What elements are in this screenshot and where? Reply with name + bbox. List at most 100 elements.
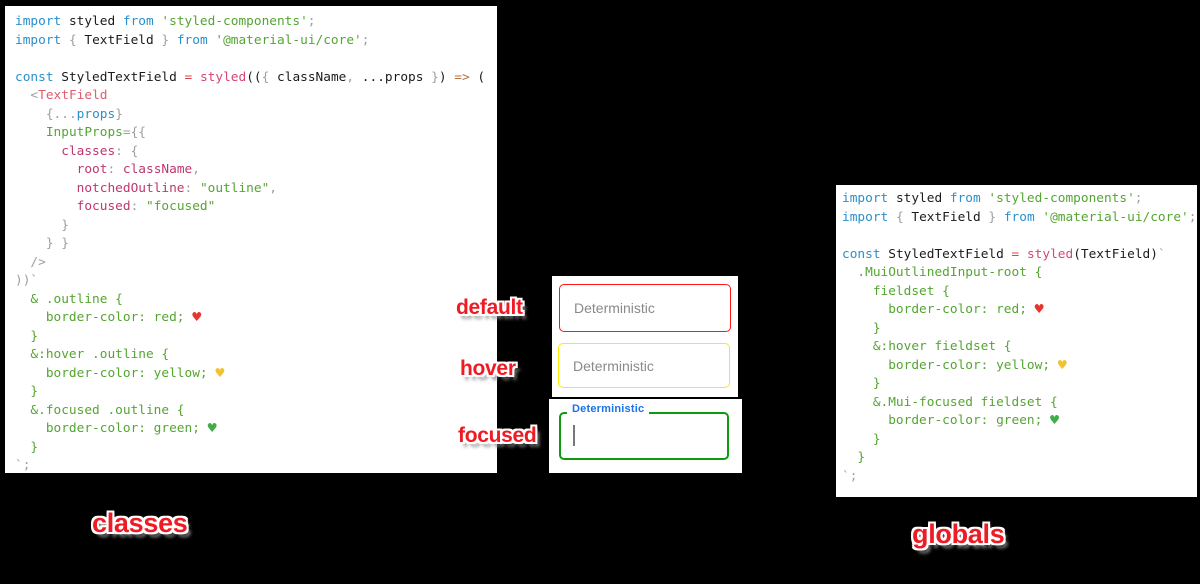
code-token: styled: [888, 191, 950, 206]
code-line: border-color: green; ♥: [15, 420, 493, 439]
code-line: `;: [842, 468, 1195, 487]
code-token: {: [261, 69, 278, 85]
code-token: [15, 218, 61, 233]
code-token: {: [61, 32, 85, 48]
label-focused: focused: [458, 424, 537, 447]
code-token: styled: [199, 69, 247, 85]
code-line: .MuiOutlinedInput-root {: [842, 264, 1195, 283]
code-token: styled: [1026, 246, 1074, 262]
code-token: border-color: red;: [842, 302, 1035, 317]
code-token: [15, 88, 30, 103]
textfield-demo-panel-bottom: Deterministic: [549, 399, 742, 473]
code-token: from: [1003, 209, 1035, 225]
code-token: &:hover .outline {: [15, 347, 170, 362]
code-token: ): [438, 69, 455, 85]
code-token: from: [176, 32, 208, 48]
label-hover: hover: [460, 357, 516, 380]
textfield-default[interactable]: [559, 284, 731, 332]
code-line: }: [842, 431, 1195, 450]
code-line: &.focused .outline {: [15, 402, 493, 421]
code-token: (TextField): [1073, 246, 1158, 262]
code-line: const StyledTextField = styled(({ classN…: [15, 69, 493, 88]
code-token: ;: [1134, 191, 1143, 206]
code-token: [15, 255, 30, 270]
code-line: }: [15, 383, 493, 402]
code-token: '@material-ui/core': [1034, 209, 1189, 225]
code-token: ;: [1188, 209, 1197, 225]
code-token: [15, 125, 46, 140]
code-token: ,: [192, 162, 200, 177]
code-token: StyledTextField: [880, 246, 1012, 262]
code-token: .MuiOutlinedInput-root {: [842, 265, 1043, 280]
textfield-focused-label: Deterministic: [567, 403, 650, 415]
code-token: }: [423, 69, 439, 85]
textfield-focused-input[interactable]: [559, 412, 729, 460]
code-line: }: [842, 320, 1195, 339]
code-token: }: [15, 384, 39, 399]
code-line: }: [842, 375, 1195, 394]
code-line: fieldset {: [842, 283, 1195, 302]
code-token: [15, 199, 77, 214]
code-line: border-color: red; ♥: [842, 301, 1195, 320]
code-line: <TextField: [15, 87, 493, 106]
green-heart-icon: ♥: [1050, 411, 1060, 429]
code-token: &.Mui-focused fieldset {: [842, 394, 1058, 410]
textfield-focused[interactable]: Deterministic: [559, 403, 729, 460]
code-token: "focused": [146, 199, 216, 214]
green-heart-icon: ♥: [207, 419, 217, 437]
code-token: =: [1011, 246, 1020, 262]
code-line: />: [15, 254, 493, 273]
code-token: classes: [61, 143, 116, 159]
code-token: [15, 236, 46, 251]
code-token: (: [469, 69, 486, 85]
code-token: ((: [246, 69, 262, 85]
code-token: className: [122, 162, 193, 177]
code-line: ))`: [15, 272, 493, 291]
code-token: =: [184, 69, 193, 85]
code-token: }: [842, 320, 881, 336]
code-token: }: [980, 209, 1004, 225]
code-token: const: [15, 69, 54, 85]
code-token: : {: [115, 143, 139, 159]
code-token: [192, 70, 200, 85]
code-line: import styled from 'styled-components';: [842, 190, 1195, 209]
code-line: }: [15, 328, 493, 347]
code-token: from: [949, 191, 981, 206]
code-token: [1019, 247, 1027, 262]
code-line: root: className,: [15, 161, 493, 180]
code-token: `: [1157, 246, 1166, 262]
code-line: }: [842, 449, 1195, 468]
code-token: {: [888, 209, 912, 225]
code-line: import { TextField } from '@material-ui/…: [15, 32, 493, 51]
code-token: =>: [454, 69, 470, 85]
code-line: &.Mui-focused fieldset {: [842, 394, 1195, 413]
code-line: }: [15, 217, 493, 236]
code-token: "outline": [199, 180, 270, 196]
code-line: }: [15, 439, 493, 458]
code-line: import { TextField } from '@material-ui/…: [842, 209, 1197, 228]
code-token: [15, 181, 77, 196]
label-globals: globals: [912, 519, 1005, 549]
code-token: border-color: yellow;: [842, 357, 1058, 373]
code-line: import styled from 'styled-components';: [15, 13, 493, 32]
code-token: & .outline {: [15, 291, 123, 307]
globals-code-snippet: import styled from 'styled-components';i…: [836, 185, 1197, 497]
code-token: [15, 144, 61, 159]
code-token: TextField: [38, 88, 108, 103]
code-token: }: [15, 439, 39, 455]
code-line: {...props}: [15, 106, 493, 125]
code-token: :: [107, 162, 123, 177]
code-token: border-color: green;: [15, 421, 208, 436]
code-token: TextField: [84, 32, 154, 48]
code-token: import: [842, 191, 889, 206]
code-token: :: [184, 180, 200, 196]
code-token: StyledTextField: [53, 69, 185, 85]
classes-code-snippet: import styled from 'styled-components';i…: [5, 6, 497, 473]
textfield-hover[interactable]: [558, 343, 730, 388]
code-token: ,: [346, 69, 362, 85]
code-token: ...props: [361, 69, 424, 85]
textfield-demo-panel-top: [552, 276, 738, 397]
code-token: ))`: [15, 273, 39, 288]
code-token: }: [842, 431, 881, 447]
code-line: border-color: yellow; ♥: [15, 365, 493, 384]
